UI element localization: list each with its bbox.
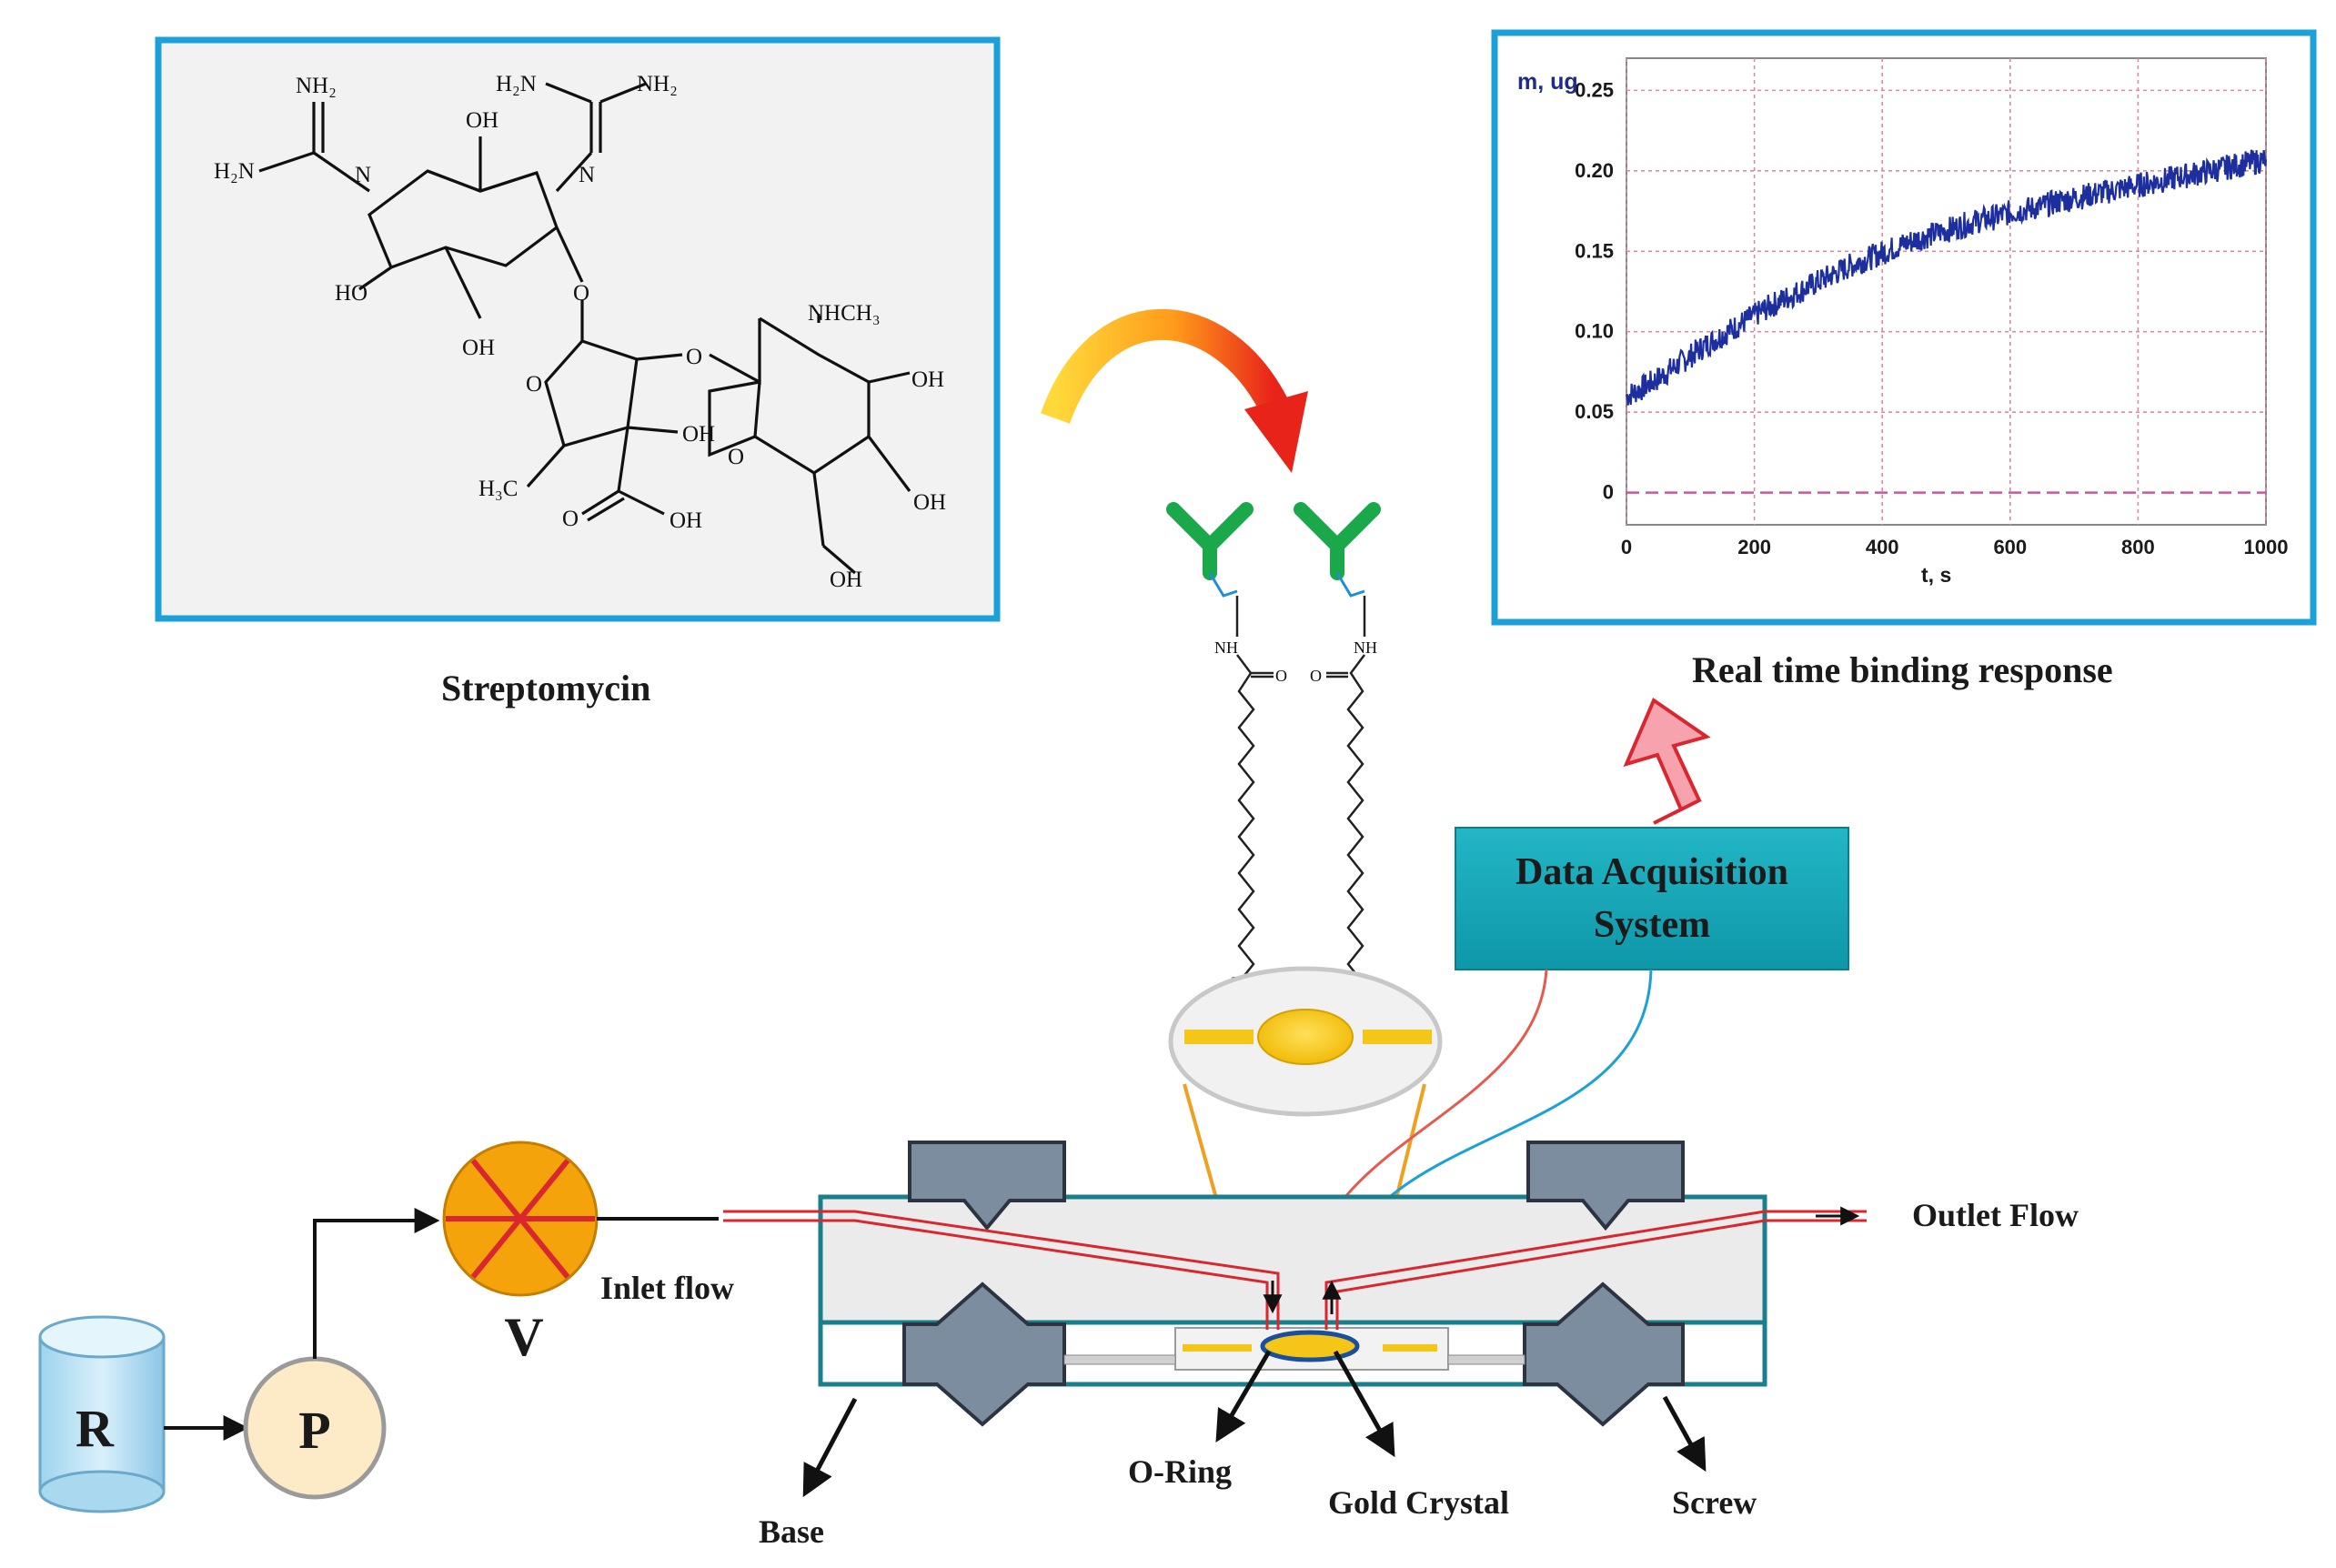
oring-pointer — [1215, 1350, 1272, 1443]
x-axis-label: t, s — [1921, 563, 1951, 587]
y-tick-label: 0.15 — [1575, 239, 1614, 262]
top-clamp — [908, 1141, 1066, 1231]
linker-atom: NH — [1354, 638, 1377, 657]
x-tick-label: 800 — [2121, 536, 2155, 558]
molecule-frame — [155, 36, 1001, 622]
y-tick-label: 0.25 — [1575, 78, 1614, 101]
atom-label: N — [579, 163, 595, 187]
molecule-atom-labels: NH₂ H₂N N H₂N NH₂ N OH HO OH O NHCH₃ O O… — [214, 72, 946, 592]
y-tick-label: 0.05 — [1575, 400, 1614, 423]
antibody-linker-assembly: NH O NH O S S — [1166, 502, 1381, 1020]
antibody-icon — [1294, 502, 1381, 580]
atom-label: OH — [682, 422, 715, 447]
atom-label: OH — [462, 336, 495, 360]
atom-label: N — [355, 163, 371, 187]
screw-pointer — [1662, 1395, 1707, 1473]
series-line — [1625, 149, 2268, 406]
atom-label: O — [526, 372, 542, 397]
streptomycin-panel: NH₂ H₂N N H₂N NH₂ N OH HO OH O NHCH₃ O O… — [155, 36, 1001, 709]
y-tick-label: 0 — [1603, 481, 1614, 504]
x-tick-label: 200 — [1737, 536, 1771, 558]
top-clamp — [1526, 1141, 1685, 1231]
oring-label: O-Ring — [1128, 1453, 1232, 1490]
atom-label: NH₂ — [296, 74, 337, 98]
atom-label: HO — [335, 281, 368, 306]
outlet-flow-label: Outlet Flow — [1912, 1197, 2079, 1233]
data-acquisition-box: Data Acquisition System — [1455, 827, 1849, 970]
atom-label: OH — [830, 568, 862, 592]
atom-label: O — [573, 281, 589, 306]
screw-icon — [1523, 1282, 1685, 1427]
reservoir-label: R — [76, 1399, 115, 1458]
daq-label-line2: System — [1594, 904, 1710, 946]
binding-arrow-head — [1244, 391, 1308, 473]
gold-disk — [1257, 1009, 1354, 1065]
atom-label: OH — [466, 108, 498, 133]
valve-icon — [442, 1141, 599, 1297]
linker-blue — [1208, 572, 1238, 598]
atom-label: H₂N — [496, 72, 537, 96]
y-tick-label: 0.10 — [1575, 320, 1614, 343]
alkyl-chain — [1346, 596, 1366, 1001]
atom-label: OH — [911, 367, 944, 392]
flow-cell — [723, 1141, 1867, 1427]
molecule-caption: Streptomycin — [441, 668, 650, 709]
daq-label-line1: Data Acquisition — [1515, 851, 1788, 893]
chart-y-ticks: 0 0.05 0.10 0.15 0.20 0.25 — [1575, 78, 1614, 503]
x-tick-label: 400 — [1866, 536, 1899, 558]
x-tick-label: 1000 — [2244, 536, 2289, 558]
atom-label: NH₂ — [637, 72, 678, 96]
gold-pointer — [1333, 1350, 1395, 1458]
y-tick-label: 0.20 — [1575, 159, 1614, 182]
flow-path — [1335, 1219, 1867, 1330]
output-arrow — [1623, 697, 1711, 825]
base-pointer — [802, 1397, 858, 1498]
gold-crystal-label: Gold Crystal — [1328, 1484, 1509, 1521]
screw-label: Screw — [1672, 1484, 1757, 1521]
chart-frame — [1491, 29, 2317, 626]
atom-label: NHCH₃ — [808, 301, 881, 326]
linker-atom: O — [1275, 667, 1287, 685]
binding-curved-arrow — [1040, 309, 1288, 424]
x-tick-label: 0 — [1621, 536, 1632, 558]
chart-x-ticks: 0 200 400 600 800 1000 — [1621, 536, 2289, 558]
atom-label: H₃C — [478, 477, 518, 501]
atom-label: H₂N — [214, 159, 255, 184]
alkyl-chain — [1235, 596, 1255, 1001]
atom-label: O — [728, 445, 744, 469]
atom-label: O — [562, 507, 579, 531]
reservoir-icon: R — [38, 1315, 166, 1513]
pump-icon: P — [243, 1356, 387, 1500]
chart-title: Real time binding response — [1692, 649, 2113, 690]
molecule-structure — [258, 82, 911, 575]
tube-p-to-v — [313, 1208, 440, 1359]
atom-label: O — [686, 345, 702, 369]
chart-grid — [1626, 58, 2267, 525]
flow-path — [1324, 1210, 1867, 1330]
part-labels: V Inlet flow Outlet Flow Base O-Ring Gol… — [504, 1197, 2079, 1550]
antibody-icon — [1166, 502, 1254, 580]
linker-atom: NH — [1214, 638, 1238, 657]
x-tick-label: 600 — [1993, 536, 2027, 558]
pump-label: P — [298, 1401, 330, 1460]
atom-label: OH — [913, 490, 946, 515]
linker-atom: O — [1310, 667, 1322, 685]
gold-crystal — [1260, 1330, 1360, 1362]
inlet-flow-label: Inlet flow — [600, 1270, 734, 1306]
base-label: Base — [759, 1513, 824, 1550]
linker-blue — [1335, 572, 1365, 598]
fluidic-supply: R P — [38, 1141, 719, 1513]
valve-label: V — [504, 1307, 543, 1367]
y-axis-label: m, ug — [1517, 69, 1578, 95]
screw-icon — [902, 1282, 1066, 1427]
atom-label: OH — [670, 508, 702, 533]
